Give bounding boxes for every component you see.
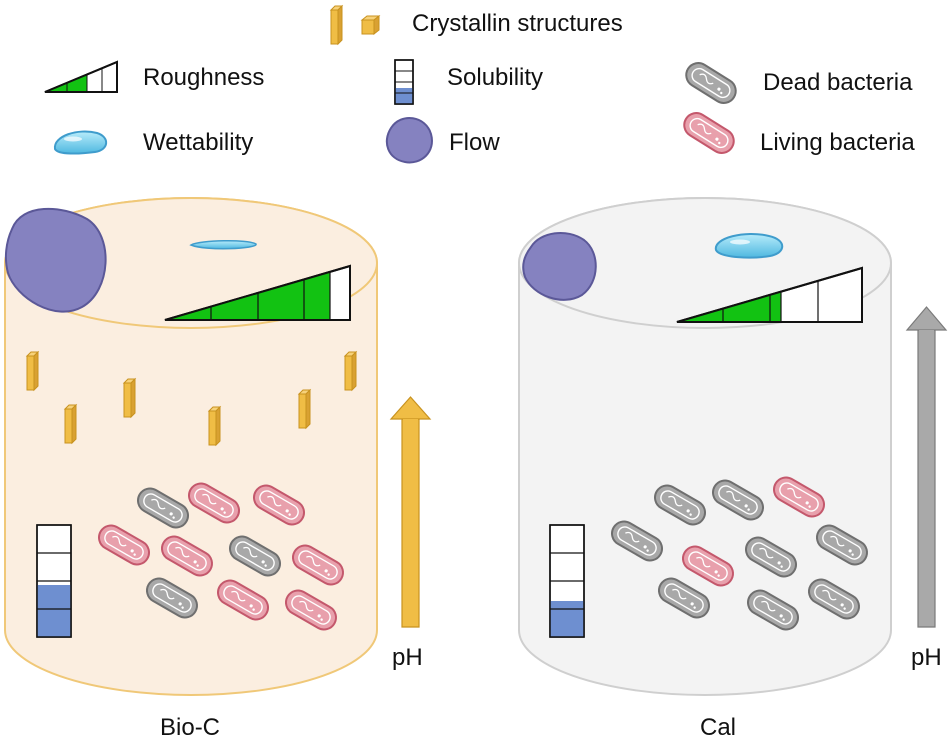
solubility-legend-label: Solubility bbox=[447, 64, 543, 91]
bio-c-ph-arrow bbox=[389, 396, 432, 628]
cal-ph-label: pH bbox=[911, 644, 942, 671]
crystallin-legend-icon bbox=[330, 5, 381, 45]
wettability-legend-label: Wettability bbox=[143, 129, 253, 156]
dead-bacteria-legend-icon bbox=[680, 57, 742, 109]
legend: Crystallin structures Roughness Solubili… bbox=[44, 5, 915, 164]
bio-c-ph-label: pH bbox=[392, 644, 423, 671]
cal-solubility-gauge bbox=[549, 524, 585, 638]
cal-wettability-drop bbox=[714, 232, 784, 259]
cal-caption: Cal bbox=[700, 714, 736, 741]
bio-c-caption: Bio-C bbox=[160, 714, 220, 741]
cal-flow-icon bbox=[522, 232, 597, 301]
bio-c-wettability-drop bbox=[189, 239, 257, 250]
crystallin-legend-label: Crystallin structures bbox=[412, 10, 623, 37]
living-bacteria-legend-label: Living bacteria bbox=[760, 129, 915, 156]
solubility-legend-icon bbox=[394, 59, 414, 105]
cal-roughness-gauge bbox=[676, 266, 863, 323]
bio-c-flow-icon bbox=[4, 207, 107, 313]
roughness-legend-icon bbox=[44, 60, 118, 93]
wettability-legend-icon bbox=[53, 130, 108, 155]
bio-c-solubility-gauge bbox=[36, 524, 72, 638]
dead-bacteria-legend-label: Dead bacteria bbox=[763, 69, 913, 96]
roughness-legend-label: Roughness bbox=[143, 64, 264, 91]
flow-legend-icon bbox=[385, 117, 433, 164]
bio-c-roughness-gauge bbox=[164, 264, 351, 321]
cal-ph-arrow bbox=[905, 306, 948, 628]
flow-legend-label: Flow bbox=[449, 129, 500, 156]
living-bacteria-legend-icon bbox=[678, 107, 740, 159]
